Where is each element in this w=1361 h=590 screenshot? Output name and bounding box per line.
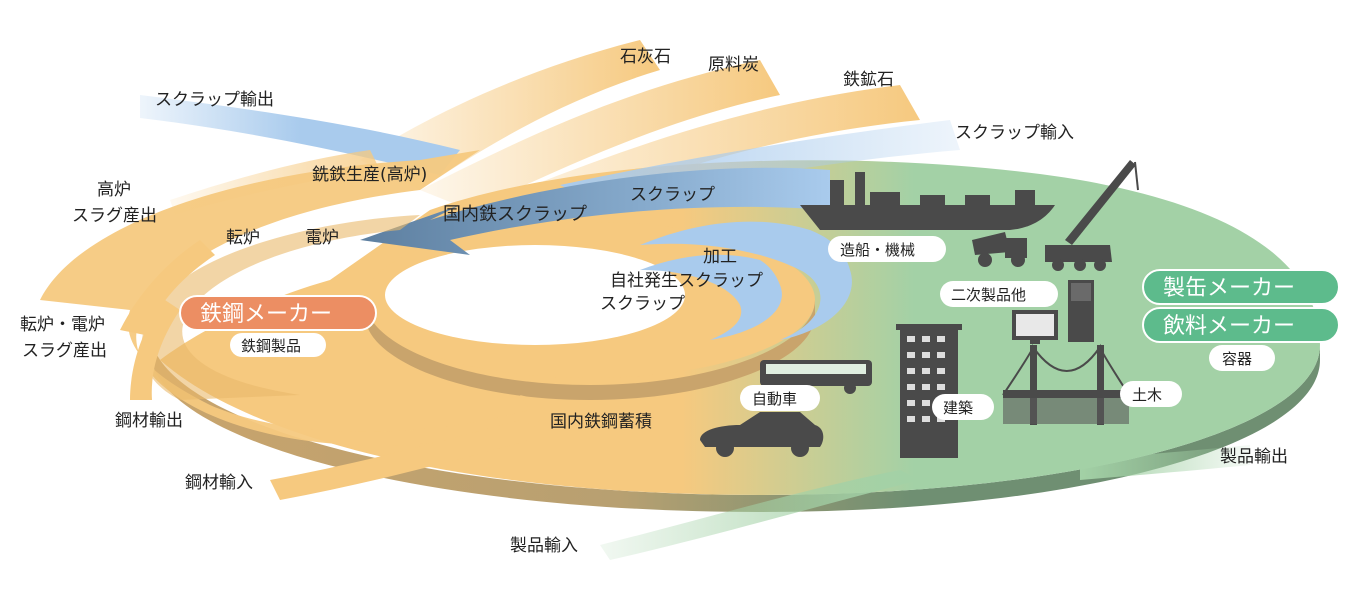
- label-scrap-import: スクラップ輸入: [955, 123, 1074, 143]
- label-scrap-export: スクラップ輸出: [155, 90, 274, 110]
- label-kokunai-scrap: 国内鉄スクラップ: [443, 204, 587, 225]
- steel-maker-flow: [40, 150, 600, 446]
- dump-truck-icon: [972, 232, 1027, 267]
- label-sentetsu: 銑鉄生産(高炉): [312, 165, 427, 185]
- pill-inryo: 飲料メーカー: [1142, 307, 1340, 343]
- pill-inryo-text: 飲料メーカー: [1163, 314, 1295, 339]
- label-kokunai-chikuseki: 国内鉄鋼蓄積: [550, 412, 652, 432]
- flow-labels: 石灰石 原料炭 鉄鉱石 スクラップ輸出 スクラップ輸入 高炉 スラグ産出 銑鉄生…: [20, 47, 1288, 556]
- label-sekkaiseki: 石灰石: [620, 47, 671, 67]
- label-koro-slag-1: 高炉: [97, 180, 131, 200]
- pill-niji-text: 二次製品他: [951, 286, 1026, 304]
- pill-jidosha: 自動車: [740, 385, 820, 411]
- label-jisha-1: 自社発生: [610, 271, 678, 291]
- label-tenro-denro-1: 転炉・電炉: [20, 315, 105, 335]
- label-kako-2: スクラップ: [678, 271, 763, 291]
- pill-doboku-text: 土木: [1132, 386, 1162, 404]
- pill-kenchiku-text: 建築: [943, 399, 973, 417]
- pill-tekko-seihin-text: 鉄鋼製品: [241, 337, 301, 355]
- pill-zosen: 造船・機械: [828, 236, 946, 262]
- label-jisha-2: スクラップ: [600, 294, 685, 314]
- crane-truck-icon: [1045, 160, 1139, 271]
- pill-seikan: 製缶メーカー: [1142, 269, 1340, 305]
- label-seihin-export: 製品輸出: [1220, 447, 1288, 467]
- pill-tekko-seihin: 鉄鋼製品: [230, 333, 326, 357]
- pill-jidosha-text: 自動車: [752, 390, 797, 408]
- label-genryotan: 原料炭: [708, 55, 759, 75]
- label-tekkoseki: 鉄鉱石: [843, 70, 894, 90]
- scrap-streams: [140, 95, 960, 340]
- label-kozai-import: 鋼材輸入: [185, 473, 253, 493]
- pill-niji: 二次製品他: [940, 281, 1058, 307]
- pill-tekko-maker-text: 鉄鋼メーカー: [200, 302, 332, 327]
- bridge-icon: [1002, 343, 1130, 425]
- label-kozai-export: 鋼材輸出: [115, 411, 183, 431]
- car-icon: [700, 412, 824, 457]
- label-kako-1: 加工: [703, 247, 737, 267]
- pill-zosen-text: 造船・機械: [840, 241, 915, 259]
- pill-doboku: 土木: [1120, 381, 1182, 407]
- refrigerator-icon: [1068, 280, 1094, 342]
- ship-icon: [800, 172, 1055, 230]
- pill-tekko-maker: 鉄鋼メーカー: [179, 295, 377, 331]
- building-icon: [896, 324, 962, 458]
- label-tenro: 転炉: [226, 228, 260, 248]
- building-windows: [907, 336, 945, 422]
- pill-labels: 鉄鋼メーカー 鉄鋼製品 造船・機械 二次製品他 製缶メーカー 飲料メーカー 容器: [179, 236, 1340, 420]
- television-icon: [1012, 310, 1058, 344]
- label-scrap: スクラップ: [630, 185, 715, 205]
- pill-yoki: 容器: [1209, 345, 1275, 371]
- label-tenro-denro-2: スラグ産出: [22, 341, 107, 361]
- label-seihin-import: 製品輸入: [510, 536, 578, 556]
- side-flows: [120, 150, 1250, 560]
- pill-seikan-text: 製缶メーカー: [1163, 276, 1295, 301]
- label-denro: 電炉: [305, 228, 339, 248]
- pill-kenchiku: 建築: [932, 394, 994, 420]
- label-koro-slag-2: スラグ産出: [72, 206, 157, 226]
- pill-yoki-text: 容器: [1222, 350, 1252, 368]
